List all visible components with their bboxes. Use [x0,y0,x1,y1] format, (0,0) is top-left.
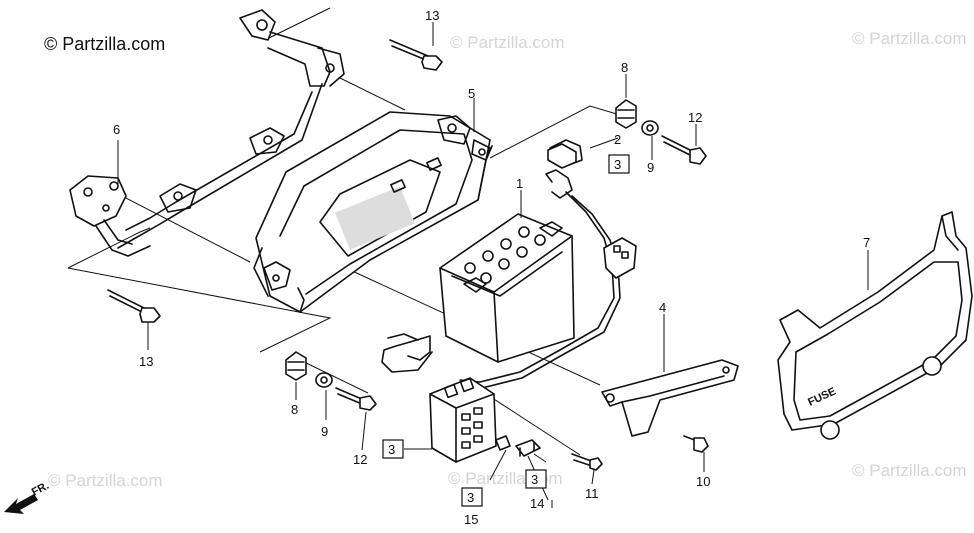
watermark-bottom-right: © Partzilla.com [852,461,967,480]
screw-11 [571,453,603,471]
callout-6: 6 [113,122,120,137]
callout-3-fuse-14: 3 [525,469,547,489]
callout-13-upper: 13 [425,8,439,23]
battery [439,213,575,363]
callout-12-lower: 12 [353,452,367,467]
copyright-text: © Partzilla.com [44,34,165,54]
watermark-top-center: © Partzilla.com [450,33,565,52]
callout-9-upper: 9 [647,160,654,175]
fuse-15 [495,435,511,451]
callout-3-fuse-15: 3 [461,487,483,507]
fuse-14 [515,439,541,457]
callout-number: 3 [614,157,621,172]
callout-9-lower: 9 [321,424,328,439]
bolt-12-upper [661,135,707,165]
bolt-13-lower [107,289,161,323]
callout-12-upper: 12 [688,110,702,125]
callout-7: 7 [863,235,870,250]
battery-stay-bracket [69,9,345,257]
fuse-box-cover: FUSE [777,211,973,440]
leader-lines [117,22,869,508]
grommet-8-lower [285,351,307,381]
callout-13-lower: 13 [139,354,153,369]
reference-numbers: 13 8 5 12 6 2 9 1 7 4 13 8 9 12 10 11 14… [113,8,870,527]
collar-9-upper [641,120,659,136]
battery-box [253,111,493,313]
collar-9-lower [315,372,333,388]
fuse-box [429,377,497,463]
callout-10: 10 [696,474,710,489]
callout-5: 5 [468,86,475,101]
callout-15: 15 [464,512,478,527]
bolt-10 [683,435,709,453]
watermark-top-right: © Partzilla.com [852,29,967,48]
callout-14: 14 [530,496,544,511]
bolt-12-lower [335,387,377,411]
front-direction-arrow: FR. [4,480,51,514]
bolt-13-upper [389,39,443,71]
callout-11: 11 [585,486,599,501]
callout-3-fusebox: 3 [382,439,404,459]
callout-8-upper: 8 [621,60,628,75]
watermark-bottom-left: © Partzilla.com [48,471,163,490]
nut-2 [547,143,577,169]
callout-3-cable: 3 [608,154,630,174]
callout-number: 3 [388,442,395,457]
callout-number: 3 [531,472,538,487]
callout-8-lower: 8 [291,402,298,417]
grommet-8-upper [615,99,637,129]
callout-1: 1 [516,176,523,191]
callout-2: 2 [614,132,621,147]
battery-holder-plate [601,359,739,437]
callout-4: 4 [659,300,666,315]
callout-number: 3 [467,490,474,505]
